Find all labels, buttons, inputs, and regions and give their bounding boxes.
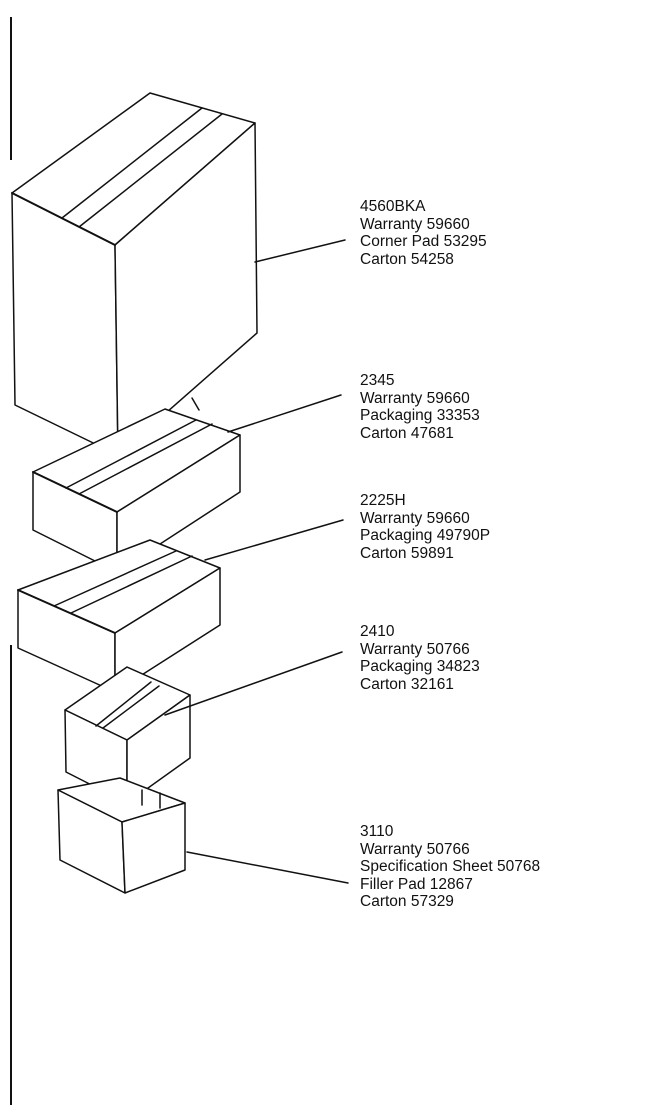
model-number: 2410 [360, 623, 395, 640]
label-3110: 3110 Warranty 50766 Specification Sheet … [360, 823, 540, 911]
leader-line-4560bka [254, 239, 346, 263]
carton-4560bka [11, 92, 258, 456]
label-4560bka: 4560BKA Warranty 59660 Corner Pad 53295 … [360, 198, 487, 268]
part-line: Specification Sheet 50768 [360, 858, 541, 875]
carton-2225h [17, 539, 221, 693]
part-line: Filler Pad 12867 [360, 875, 473, 893]
carton-2345 [32, 397, 241, 573]
leader-line-2410 [164, 651, 343, 716]
part-line: Warranty 50766 [360, 840, 470, 858]
part-line: Carton 54258 [360, 250, 454, 268]
part-line: Packaging 34823 [360, 658, 480, 675]
part-line: Warranty 59660 [360, 215, 470, 233]
label-2345: 2345 Warranty 59660 Packaging 33353 Cart… [360, 372, 480, 442]
model-number: 4560BKA [360, 198, 426, 215]
margin-bar-top [10, 17, 12, 160]
label-2225h: 2225H Warranty 59660 Packaging 49790P Ca… [360, 492, 490, 562]
part-line: Carton 57329 [360, 893, 454, 910]
part-line: Corner Pad 53295 [360, 233, 487, 250]
part-line: Packaging 33353 [360, 407, 480, 424]
leader-line-2225h [204, 519, 344, 561]
part-line: Carton 59891 [360, 544, 454, 562]
model-number: 2345 [360, 372, 395, 389]
part-line: Packaging 49790P [360, 527, 491, 544]
leader-line-3110 [186, 851, 349, 884]
carton-3110 [57, 777, 186, 894]
leader-line-2345 [227, 394, 342, 433]
model-number: 2225H [360, 492, 406, 509]
label-2410: 2410 Warranty 50766 Packaging 34823 Cart… [360, 623, 480, 693]
part-line: Carton 32161 [360, 675, 454, 693]
margin-bar-bottom [10, 645, 12, 1105]
part-line: Warranty 50766 [360, 640, 470, 658]
part-line: Carton 47681 [360, 424, 454, 442]
part-line: Warranty 59660 [360, 389, 470, 407]
part-line: Warranty 59660 [360, 509, 470, 527]
model-number: 3110 [360, 823, 394, 840]
